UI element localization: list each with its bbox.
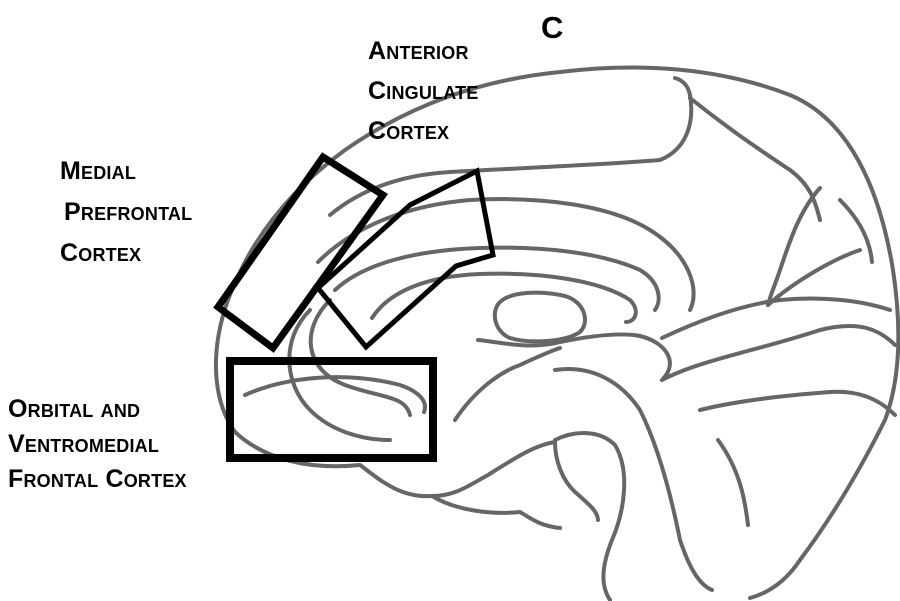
parietooccipital-sulcus [768, 188, 820, 305]
brain-outer-contour [216, 67, 898, 598]
cerebellum-fold [718, 440, 748, 525]
label-line: Ventromedial [8, 427, 187, 462]
label-anterior-cingulate-cortex: Anterior Cingulate Cortex [368, 31, 479, 151]
calcarine-sulcus [662, 298, 890, 338]
label-line: Anterior [368, 31, 479, 71]
callosal-sulcus [318, 199, 694, 310]
corpus-callosum-upper [335, 248, 659, 310]
fornix-line [478, 334, 670, 380]
label-line: Prefrontal [60, 192, 192, 233]
label-line: Cortex [60, 233, 192, 274]
thalamus-outline [495, 293, 585, 342]
label-line: Cortex [368, 111, 479, 151]
frontal-inner-curve [289, 310, 390, 440]
temporal-bottom-contour [432, 496, 560, 528]
label-medial-prefrontal-cortex: Medial Prefrontal Cortex [60, 151, 192, 274]
label-line: Cingulate [368, 71, 479, 111]
parietal-sulcus-a [690, 98, 820, 220]
temporal-lower-contour [235, 432, 555, 496]
label-line: Orbital and [8, 392, 187, 427]
panel-letter: C [541, 12, 563, 43]
label-orbital-ventromedial-frontal-cortex: Orbital and Ventromedial Frontal Cortex [8, 392, 187, 497]
pons-front-curve [555, 442, 598, 520]
cerebellum-lower-line [700, 392, 895, 415]
label-line: Frontal Cortex [8, 462, 187, 497]
cerebellum-boundary [662, 326, 895, 380]
acc-roi-box [318, 171, 493, 347]
brainstem-pons [555, 433, 624, 600]
brainstem-midbrain [555, 369, 712, 590]
brainstem-front [455, 348, 560, 420]
label-line: Medial [60, 151, 192, 192]
